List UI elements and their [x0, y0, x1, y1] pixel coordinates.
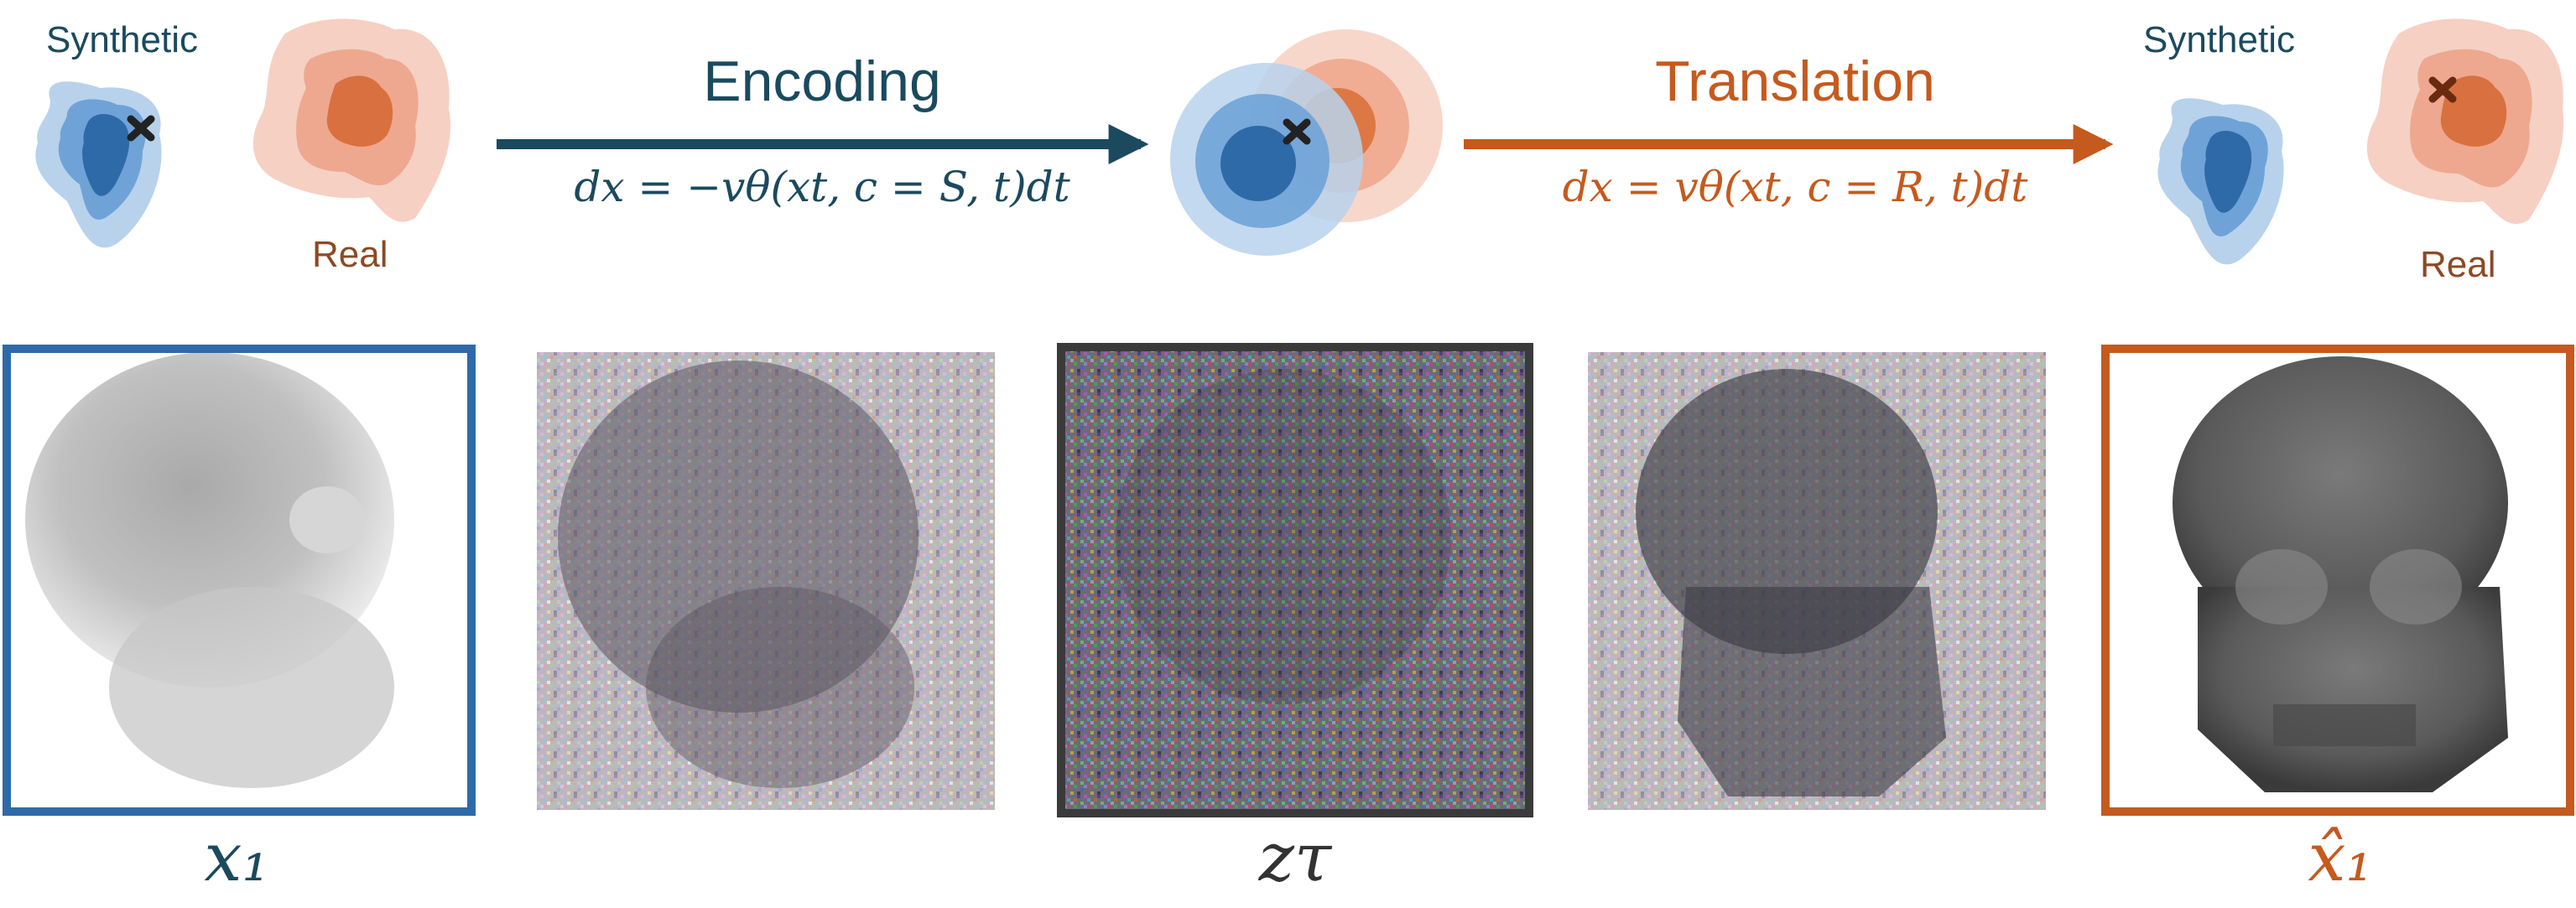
right-real-label: Real	[2420, 244, 2496, 285]
middle-gaussian-distributions	[1170, 29, 1443, 256]
right-synthetic-label: Synthetic	[2143, 19, 2295, 60]
left-synthetic-label: Synthetic	[46, 19, 198, 60]
translation-equation: dx = vθ(xt, c = R, t)dt	[1563, 163, 2029, 211]
encoding-title: Encoding	[703, 49, 941, 113]
encoding-equation: dx = −vθ(xt, c = S, t)dt	[574, 163, 1070, 211]
right-synthetic-distribution	[2157, 98, 2284, 265]
caption-x1-hat: x̂₁	[2308, 818, 2372, 896]
caption-x1: x₁	[204, 818, 268, 896]
panel-x1-hat	[2101, 345, 2574, 816]
left-synthetic-distribution	[35, 81, 162, 248]
right-cross-icon	[2428, 76, 2457, 103]
panel-x1	[3, 345, 476, 816]
caption-z-tau: zτ	[1258, 818, 1333, 896]
middle-cross-icon	[1283, 118, 1311, 145]
left-real-distribution	[252, 18, 450, 222]
left-cross-icon	[127, 115, 155, 142]
right-real-distribution	[2366, 18, 2564, 225]
panel-z-tau	[1057, 343, 1533, 817]
panel-translation-intermediate	[1588, 352, 2046, 810]
translation-title: Translation	[1655, 49, 1935, 113]
panel-encoding-intermediate	[537, 352, 995, 810]
left-real-label: Real	[312, 234, 388, 275]
